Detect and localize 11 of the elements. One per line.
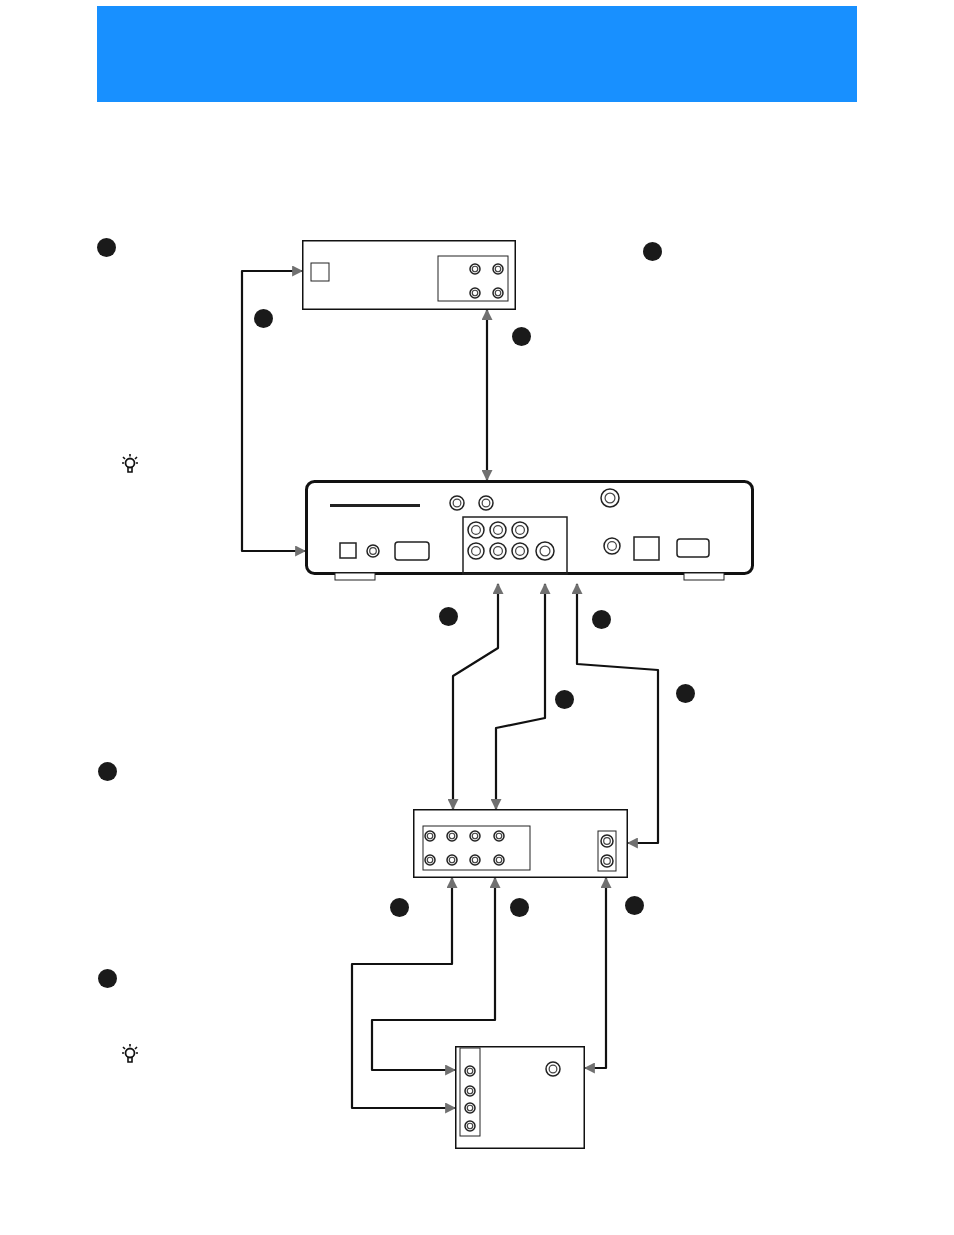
cable-connector [447,582,504,811]
device-rear-panel-drawing [302,240,516,310]
vcr-rear-panel-drawing [413,809,628,878]
receiver-rear-panel-drawing [305,480,754,584]
cable-connector [370,876,501,1076]
cable-connector [481,308,493,482]
cable-connector [571,582,660,849]
cable-connector [240,265,307,557]
tv-rear-panel-drawing [455,1046,585,1149]
cable-connector [350,876,458,1114]
cable-connector [490,582,551,811]
